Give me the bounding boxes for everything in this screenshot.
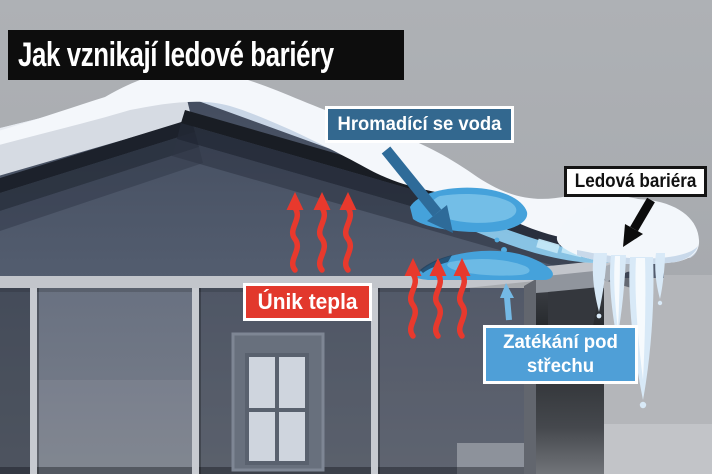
wall-studs	[30, 288, 380, 474]
label-heat-leak: Únik tepla	[243, 283, 372, 321]
page-title: Jak vznikají ledové bariéry	[18, 35, 334, 74]
label-leak-under-roof: Zatékání pod střechu	[483, 325, 638, 384]
interior-walls	[0, 288, 536, 474]
leak-arrow-icon	[500, 283, 514, 321]
heat-arrow-group-attic	[286, 192, 357, 273]
ceiling	[0, 257, 645, 288]
heat-arrows	[286, 192, 471, 339]
ceiling-puddle	[415, 250, 553, 280]
label-ice-barrier: Ledová bariéra	[564, 166, 707, 197]
heat-arrow-group-eave	[404, 258, 471, 339]
label-accumulating-water: Hromadící se voda	[325, 106, 514, 143]
ice-barrier-arrow-icon	[623, 197, 655, 247]
water-arrow-icon	[381, 146, 453, 233]
title-banner: Jak vznikají ledové bariéry	[8, 30, 404, 80]
interior-door	[231, 332, 325, 472]
